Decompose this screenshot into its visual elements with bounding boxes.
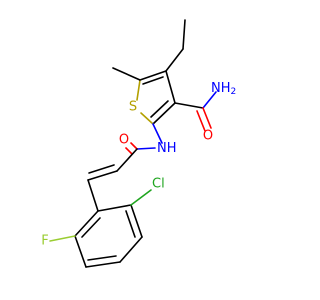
- bond-alkene-double: [88, 164, 115, 174]
- bond-layer: [49, 19, 217, 268]
- bond-aryl-f: [49, 235, 76, 242]
- chlorine-atom: Cl: [152, 177, 165, 192]
- carbonyl-oxygen-atom-left: O: [119, 133, 129, 148]
- bond-ar-c2-c3-double: [125, 210, 136, 238]
- bond-c3-c2-double: [150, 100, 169, 118]
- bond-carbonyl-o: [130, 142, 138, 150]
- bond-s1-c5: [136, 79, 141, 101]
- bond-ethyl-ch2: [165, 48, 184, 72]
- amine-symbol: NH: [211, 81, 231, 96]
- bond-carboxamide-o-double: [196, 110, 206, 132]
- bond-c3-c2: [152, 102, 176, 125]
- amide-nitrogen-atom: NH: [157, 141, 177, 156]
- bond-ar-c6-c1-double: [81, 217, 101, 238]
- bond-c4-c5: [139, 70, 167, 81]
- bond-c4-c3: [165, 70, 176, 104]
- bond-c2-nh: [152, 123, 163, 144]
- amine-group-atom: NH2: [211, 81, 236, 98]
- amide-nitrogen-hydrogen: H: [167, 141, 177, 156]
- bond-nh-carbonyl: [136, 147, 156, 150]
- bond-carbonyl-o-double: [125, 147, 133, 155]
- molecule-structure: S NH O O NH2 F Cl: [41, 19, 236, 268]
- bond-c2-s1: [140, 112, 154, 125]
- bond-alkene: [87, 170, 118, 181]
- bond-aryl-cl: [130, 189, 152, 206]
- bond-ethyl-ch3: [182, 19, 186, 50]
- bond-ar-c2-c3: [130, 204, 143, 238]
- fluorine-atom: F: [41, 234, 48, 249]
- atom-label-layer: S NH O O NH2 F Cl: [41, 81, 236, 249]
- bond-ar-c5-c6: [74, 235, 87, 268]
- bond-carboxamide-o: [202, 107, 212, 129]
- bond-c4-c5-double: [142, 76, 164, 85]
- amide-nitrogen-symbol: N: [157, 141, 167, 156]
- bond-alkene-aryl: [87, 179, 99, 212]
- bond-ar-c3-c4: [119, 236, 143, 263]
- bond-methyl: [112, 67, 141, 81]
- bond-ar-c4-c5-double: [87, 255, 117, 261]
- bond-ar-c4-c5: [85, 261, 121, 268]
- amine-subscript: 2: [231, 87, 237, 97]
- carbonyl-oxygen-atom-right: O: [203, 129, 213, 144]
- bond-carbonyl-alkene: [116, 148, 138, 172]
- bond-ar-c6-c1: [74, 210, 99, 237]
- bond-ar-c1-c2: [97, 204, 132, 212]
- bond-carboxamide-nh2: [202, 91, 217, 109]
- bond-c3-carboxamide: [174, 102, 204, 109]
- sulfur-atom: S: [129, 100, 137, 115]
